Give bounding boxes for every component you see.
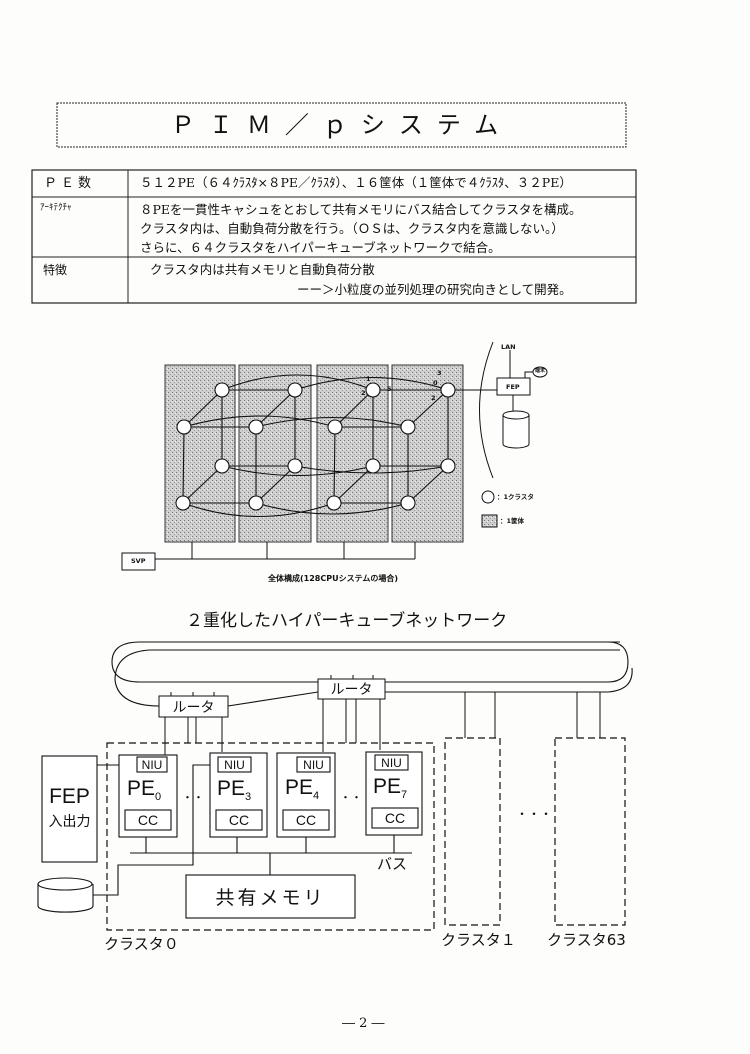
niu-label: NIU xyxy=(141,757,163,772)
pe-boxes xyxy=(41,751,423,919)
table-value-architecture-line: さらに、６４クラスタをハイパーキューブネットワークで結合。 xyxy=(140,240,501,255)
overview-caption: 全体構成(128CPUシステムの場合) xyxy=(268,574,399,583)
table-label-architecture: ｱｰｷﾃｸﾁｬ xyxy=(40,203,72,213)
router-label: ルータ xyxy=(172,699,215,716)
cabinets xyxy=(164,364,464,543)
table-value-features-line: クラスタ内は共有メモリと自動負荷分散 xyxy=(150,262,375,277)
lan-label: LAN xyxy=(501,343,516,351)
spec-table-grid xyxy=(31,169,637,304)
port-number: 1 xyxy=(366,375,371,383)
clusters-dashed xyxy=(106,737,626,931)
svp-label: SVP xyxy=(131,557,146,565)
pe-label: PE0 xyxy=(127,778,161,803)
page-number: ― 2 ― xyxy=(342,1016,385,1031)
title-box xyxy=(56,102,627,148)
bus-lines xyxy=(37,764,412,913)
niu-label: NIU xyxy=(381,755,402,770)
pe-ellipsis: ・・ xyxy=(340,791,362,804)
cluster-ellipsis: ・・・ xyxy=(516,807,553,821)
pe-name: PE xyxy=(373,775,402,798)
pe-index: 4 xyxy=(313,790,320,803)
router-label: ルータ xyxy=(330,682,373,698)
terminal-label: 端末 xyxy=(535,368,546,374)
fep-label: FEP xyxy=(506,383,520,391)
routers xyxy=(158,678,386,718)
port-number: 5 xyxy=(387,385,392,393)
shared-memory-label: 共有メモリ xyxy=(215,887,326,909)
port-number: 0 xyxy=(433,379,438,387)
cc-label: CC xyxy=(295,812,317,828)
cluster-0-label: クラスタ０ xyxy=(104,935,179,953)
svp-bus xyxy=(121,542,416,571)
fep-area xyxy=(479,341,548,528)
hypercube-links xyxy=(182,374,497,517)
cluster-1-label: クラスタ１ xyxy=(441,931,516,949)
port-number: 3 xyxy=(437,369,442,377)
pe-ellipsis: ・・ xyxy=(182,791,204,804)
pe-index: 7 xyxy=(401,789,408,802)
table-value-architecture-line: クラスタ内は、自動負荷分散を行う。（ＯＳは、クラスタ内を意識しない。） xyxy=(140,221,564,236)
pe-label: PE4 xyxy=(285,777,319,802)
fep-io-label: 入出力 xyxy=(48,814,91,830)
table-value-pe-count: ５１２PE（６４ｸﾗｽﾀ×８PE／ｸﾗｽﾀ）、１６筐体（１筐体で４ｸﾗｽﾀ、３２… xyxy=(140,175,572,190)
duplex-ring xyxy=(111,641,633,707)
pe-label: PE7 xyxy=(373,776,407,801)
table-value-features-line: ーー＞小粒度の並列処理の研究向きとして開発。 xyxy=(297,282,572,297)
port-number: 2 xyxy=(431,394,436,402)
table-value-architecture-line: ８PEを一貫性キャシュをとおして共有メモリにバス結合してクラスタを構成。 xyxy=(140,202,582,217)
port-number: 2 xyxy=(361,389,366,397)
pe-name: PE xyxy=(217,777,246,800)
cc-label: CC xyxy=(228,812,250,828)
pe-label: PE3 xyxy=(217,778,251,803)
niu-label: NIU xyxy=(303,757,324,772)
legend-cluster-label: ：1クラスタ xyxy=(497,493,534,501)
pe-index: 3 xyxy=(245,791,252,804)
legend-cabinet-label: ：1筐体 xyxy=(500,517,525,525)
bus-label: バス xyxy=(377,855,408,873)
pe-index: 0 xyxy=(155,791,162,804)
pe-name: PE xyxy=(127,777,156,800)
network-title: ２重化したハイパーキューブネットワーク xyxy=(186,611,508,631)
cc-label: CC xyxy=(384,810,406,826)
page-title: ＰＩＭ／ｐシステム xyxy=(170,111,513,139)
table-label-pe-count: ＰＥ数 xyxy=(44,176,96,191)
router-links xyxy=(164,675,601,755)
niu-label: NIU xyxy=(224,757,245,772)
fep-box-label: FEP xyxy=(49,785,90,808)
cc-label: CC xyxy=(137,812,159,828)
cluster-nodes xyxy=(175,382,456,511)
cluster-63-label: クラスタ63 xyxy=(547,931,626,949)
pe-name: PE xyxy=(285,776,314,799)
table-label-features: 特徴 xyxy=(43,263,68,277)
